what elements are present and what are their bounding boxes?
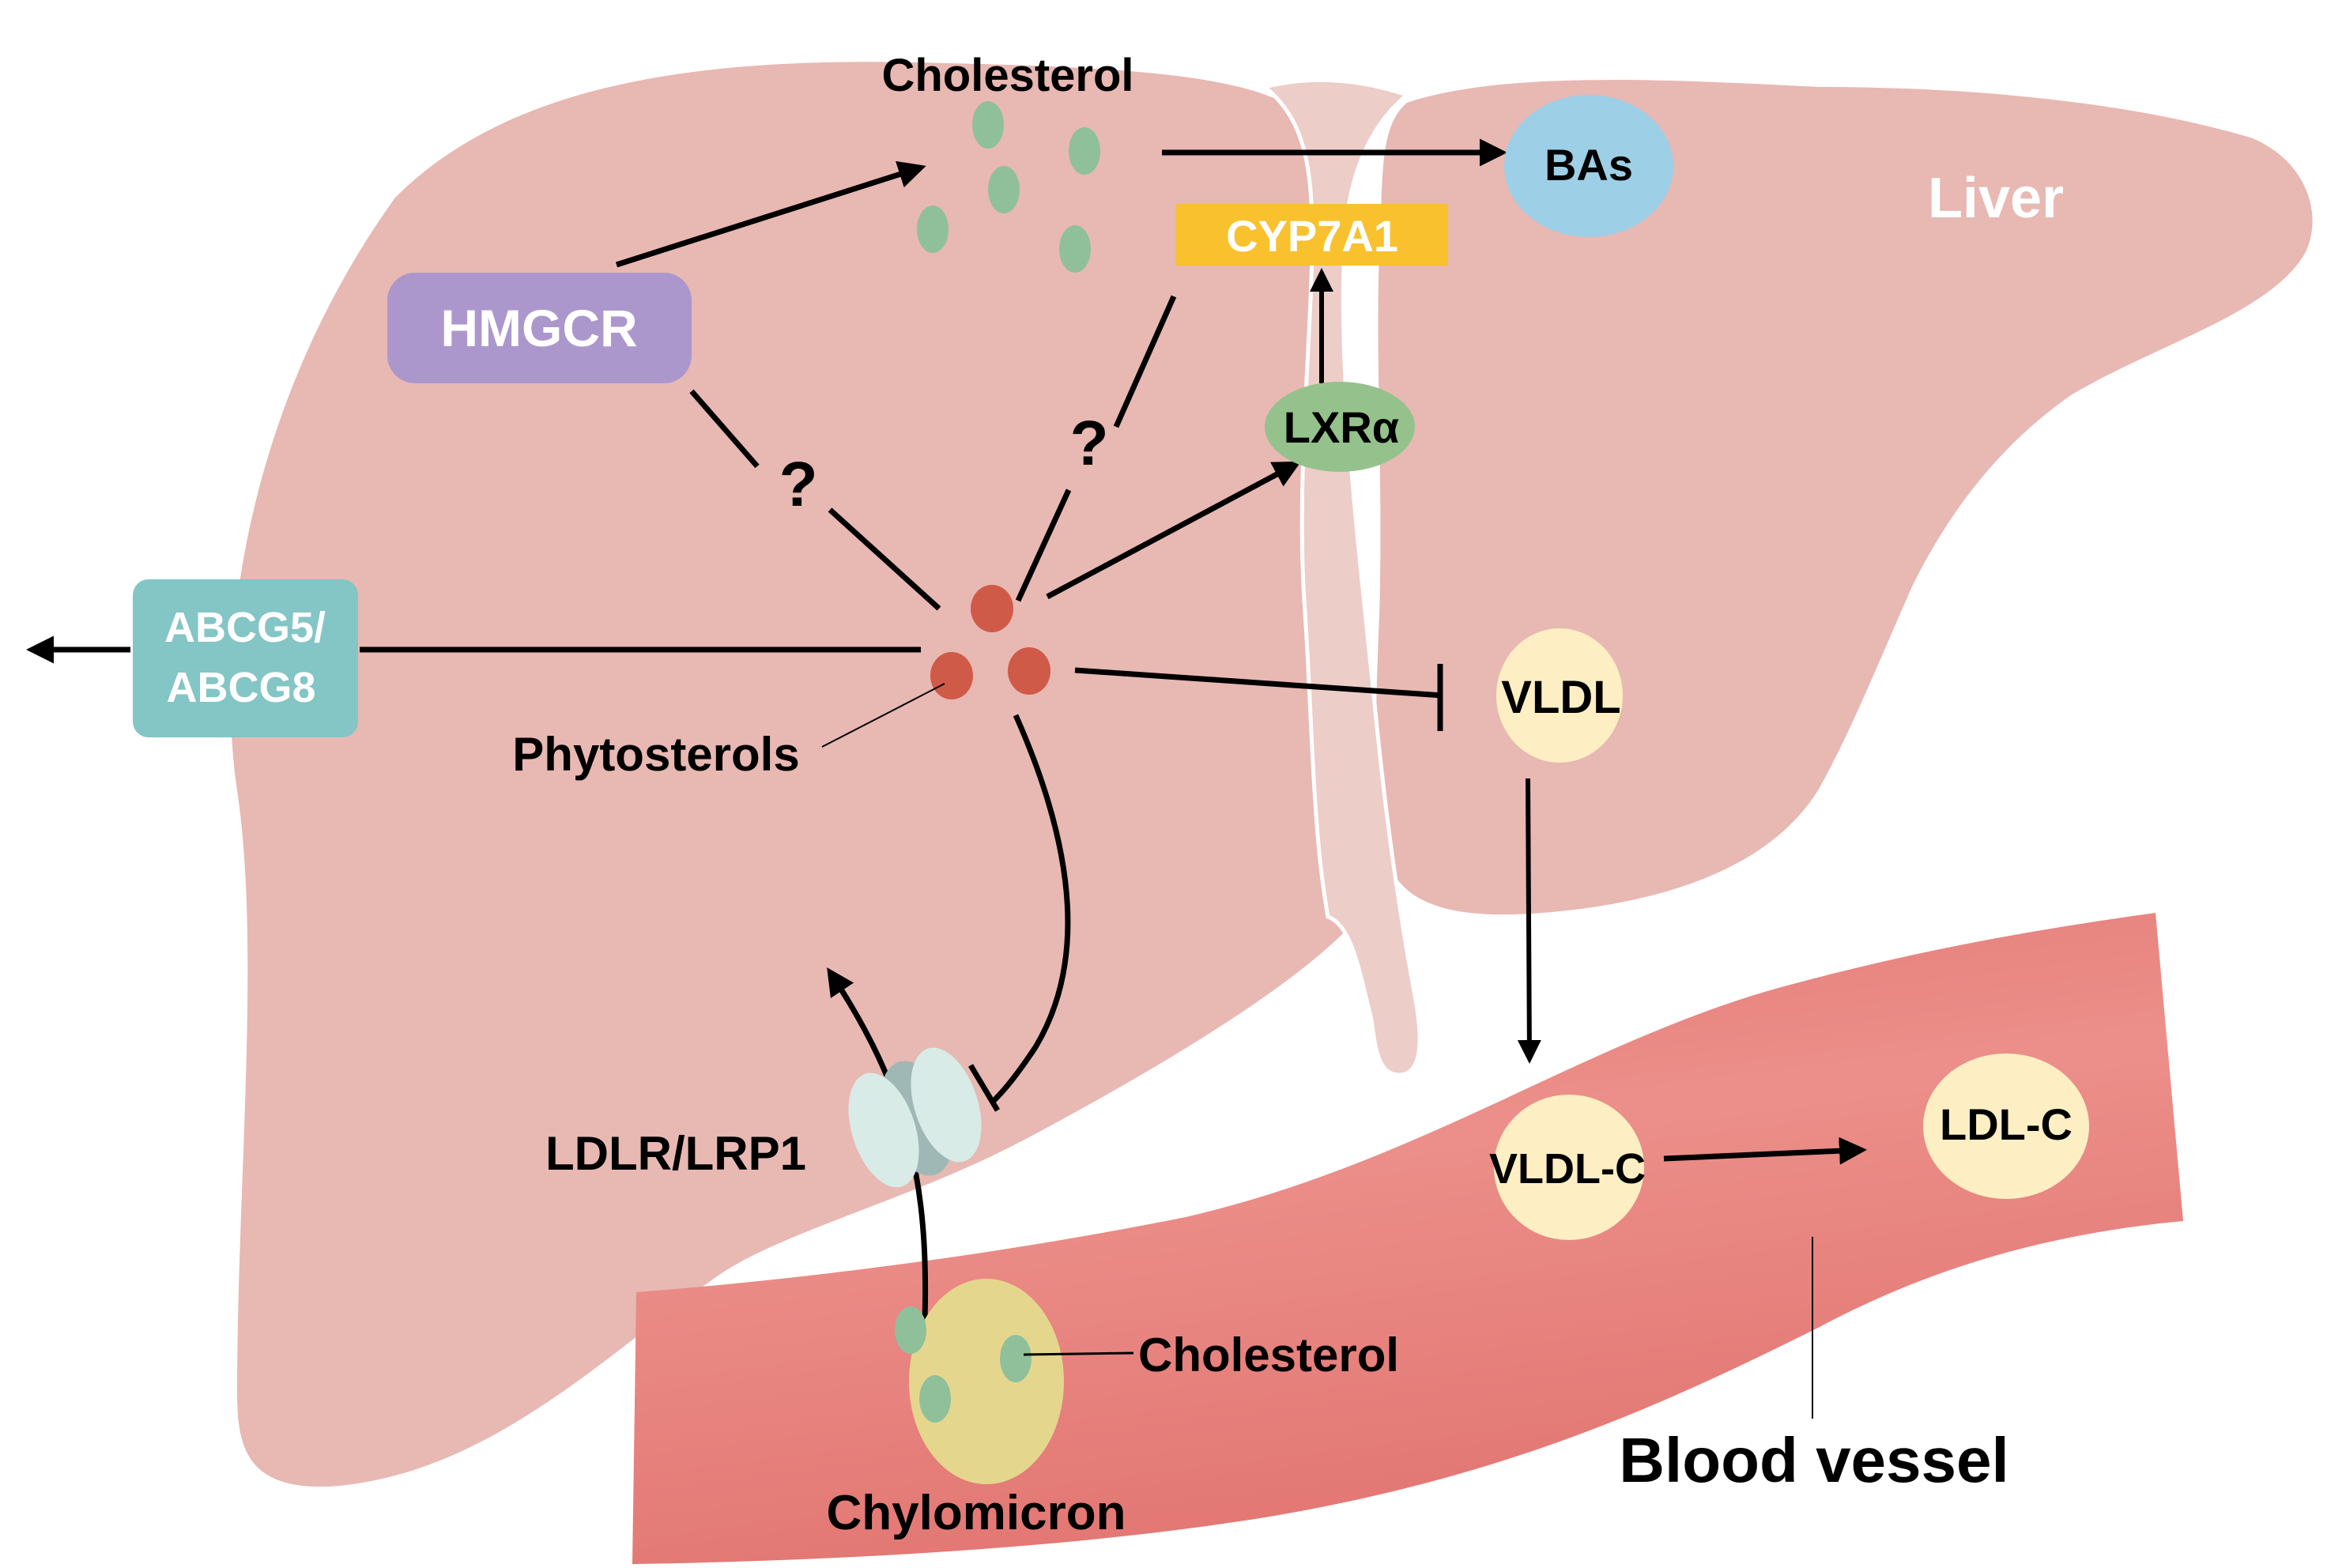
chylomicron-cholesterol-dot [1000, 1335, 1032, 1382]
chylomicron-particle [909, 1279, 1064, 1484]
receptor-lobe-right [911, 1047, 982, 1163]
ldlc-node[interactable]: LDL-C [1923, 1054, 2089, 1199]
liver-label: Liver [1928, 167, 2064, 230]
edge-phytosterols-hmgcr-lower [828, 507, 941, 611]
phytosterols-leader-line [821, 683, 945, 748]
vldlc-node[interactable]: VLDL-C [1489, 1095, 1646, 1240]
chylomicron-node[interactable] [895, 1279, 1064, 1484]
vldl-ellipse [1496, 628, 1623, 763]
cholesterol-cluster [917, 101, 1100, 273]
cholesterol-dot [972, 101, 1004, 149]
lxra-node[interactable]: LXRα [1265, 382, 1415, 472]
abcg-box [133, 579, 358, 737]
cholesterol-dot [988, 166, 1020, 213]
edge-phytosterols-inhibit-ldlr [990, 714, 1071, 1105]
liver-right-lobe [1375, 80, 2313, 915]
edge-phytosterols-inhibit-vldl [1074, 667, 1443, 699]
chylomicron-cholesterol-dot [919, 1375, 951, 1423]
edge-vldlc-to-ldlc [1663, 1136, 1867, 1165]
chylomicron-cholesterol-dot [895, 1306, 926, 1354]
ldlr-label: LDLR/LRP1 [545, 1127, 806, 1180]
phytosterol-dot [930, 652, 973, 699]
edge-ldlr-inhibit-bar [967, 1064, 1001, 1112]
edge-hmgcr-to-cholesterol [615, 160, 926, 268]
vldlc-label: VLDL-C [1489, 1145, 1646, 1193]
phytosterol-dot [971, 585, 1013, 632]
bas-label: BAs [1545, 140, 1633, 190]
vldl-node[interactable]: VLDL [1496, 628, 1623, 763]
phytosterol-dot [1008, 647, 1050, 695]
edge-phytosterols-hmgcr-upper [689, 389, 760, 469]
phytosterols-label: Phytosterols [512, 728, 799, 781]
chylomicron-cholesterol-label: Cholesterol [1138, 1329, 1399, 1381]
phytosterols-cluster[interactable] [930, 585, 1050, 699]
vldlc-ellipse [1494, 1095, 1644, 1240]
cholesterol-dot [1069, 127, 1100, 175]
bas-ellipse [1504, 95, 1673, 237]
abcg-label-line1: ABCG5/ [164, 604, 326, 651]
edge-vldl-to-vldlc [1517, 778, 1541, 1064]
vldl-label: VLDL [1501, 672, 1620, 723]
hmgcr-node[interactable]: HMGCR [387, 273, 692, 383]
edge-phytosterols-cyp7a1-upper [1113, 295, 1177, 428]
abcg-label-line2: ABCG8 [166, 664, 315, 711]
chylomicron-cholesterol-leader-line [1023, 1351, 1134, 1356]
lxra-label: LXRα [1284, 402, 1399, 452]
edge-phytosterols-cyp7a1-lower [1015, 488, 1072, 602]
edge-phytosterols-to-lxra [1046, 461, 1302, 600]
cholesterol-dot [1059, 225, 1091, 273]
lxra-ellipse [1265, 382, 1415, 472]
cholesterol-top-label: Cholesterol [881, 50, 1133, 101]
cyp7a1-node[interactable]: CYP7A1 [1175, 204, 1448, 266]
hmgcr-box [387, 273, 692, 383]
abcg-node[interactable]: ABCG5/ ABCG8 [133, 579, 358, 737]
cyp7a1-box [1175, 204, 1448, 266]
hmgcr-label: HMGCR [440, 299, 637, 357]
cholesterol-dot [917, 205, 949, 253]
unknown-mark-cyp7a1: ? [1070, 408, 1109, 478]
unknown-mark-hmgcr: ? [779, 449, 818, 519]
ldlr-receptor[interactable] [835, 1038, 994, 1196]
chylomicron-label: Chylomicron [827, 1486, 1126, 1540]
cyp7a1-label: CYP7A1 [1226, 211, 1398, 261]
ldlc-label: LDL-C [1940, 1099, 2073, 1149]
receptor-lobe-left [848, 1072, 919, 1188]
liver-left-lobe [230, 62, 1357, 1487]
ldlc-ellipse [1923, 1054, 2089, 1199]
blood-vessel-label: Blood vessel [1619, 1425, 2009, 1495]
bas-node[interactable]: BAs [1504, 95, 1673, 237]
